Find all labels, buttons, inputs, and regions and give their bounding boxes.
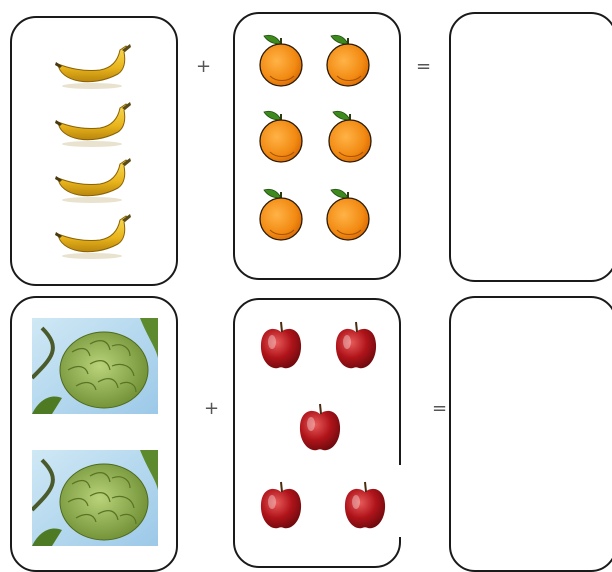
answer-box-row2[interactable] [449, 296, 612, 572]
custard-apple-icon [32, 450, 158, 546]
custard-apple-icon [32, 318, 158, 414]
plus-sign-row2: + [204, 398, 220, 419]
orange-icon [259, 34, 303, 87]
orange-icon [326, 188, 370, 241]
orange-icon [259, 110, 303, 163]
apple-icon [260, 481, 302, 529]
apple-icon [344, 481, 386, 529]
banana-icon [55, 158, 131, 203]
orange-icon [328, 110, 372, 163]
banana-icon [55, 44, 131, 89]
banana-icon [55, 214, 131, 259]
banana-icon [55, 102, 131, 147]
apple-icon [335, 321, 377, 369]
plus-sign-row1: + [196, 56, 212, 77]
equals-sign-row2: = [432, 398, 448, 419]
orange-icon [326, 34, 370, 87]
apple-icon [260, 321, 302, 369]
apple-icon [299, 403, 341, 451]
card-row2-middle-gap [395, 465, 405, 537]
equals-sign-row1: = [416, 56, 432, 77]
orange-icon [259, 188, 303, 241]
answer-box-row1[interactable] [449, 12, 612, 282]
